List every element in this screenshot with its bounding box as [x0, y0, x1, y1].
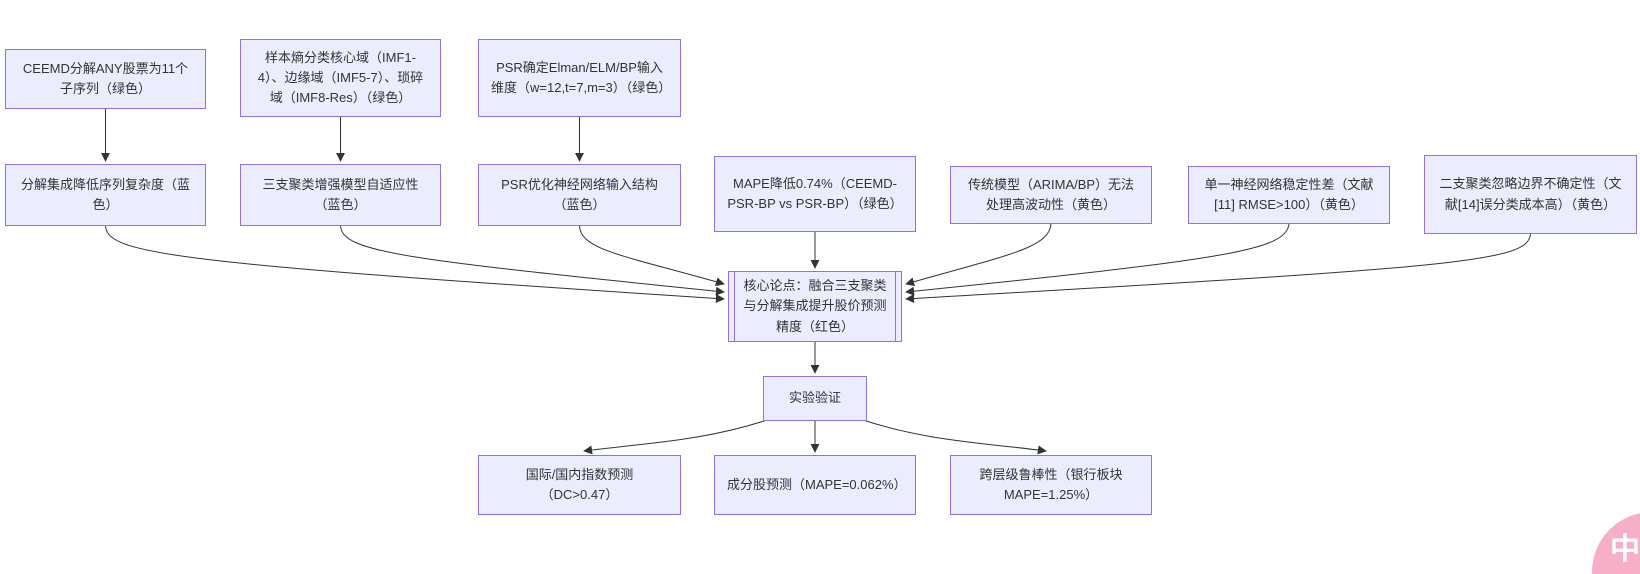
- node-psr-input-dims: PSR确定Elman/ELM/BP输入维度（w=12,t=7,m=3）（绿色）: [478, 39, 681, 117]
- edge-exp-r3: [859, 418, 1047, 455]
- node-label: 跨层级鲁棒性（银行板块MAPE=1.25%）: [979, 466, 1123, 502]
- node-core-thesis: 核心论点：融合三支聚类与分解集成提升股价预测精度（红色）: [728, 271, 902, 342]
- edge-b4-core: [105, 225, 725, 303]
- node-label: 成分股预测（MAPE=0.062%）: [727, 476, 907, 492]
- edge-b9-core: [905, 223, 1290, 296]
- node-label: PSR确定Elman/ELM/BP输入维度（w=12,t=7,m=3）（绿色）: [491, 59, 672, 95]
- node-label: 分解集成降低序列复杂度（蓝色）: [20, 176, 190, 212]
- node-mape-reduction: MAPE降低0.74%（CEEMD-PSR-BP vs PSR-BP）（绿色）: [714, 156, 916, 232]
- edge-b6-core: [579, 225, 725, 287]
- node-label: 单一神经网络稳定性差（文献[11] RMSE>100）（黄色）: [1204, 176, 1374, 212]
- node-label: 实验验证: [788, 390, 841, 406]
- node-stock-prediction: 成分股预测（MAPE=0.062%）: [714, 455, 916, 515]
- subroutine-left-border: [734, 272, 735, 341]
- node-single-nn-stability: 单一神经网络稳定性差（文献[11] RMSE>100）（黄色）: [1188, 166, 1390, 224]
- node-cross-level-robustness: 跨层级鲁棒性（银行板块MAPE=1.25%）: [950, 455, 1152, 515]
- node-traditional-models: 传统模型（ARIMA/BP）无法处理高波动性（黄色）: [950, 166, 1152, 224]
- node-label: 核心论点：融合三支聚类与分解集成提升股价预测精度（红色）: [743, 278, 887, 334]
- edge-b5-core: [340, 225, 725, 296]
- node-three-way-clustering: 三支聚类增强模型自适应性（蓝色）: [240, 164, 441, 226]
- edge-b8-core: [905, 223, 1052, 287]
- node-two-way-clustering: 二支聚类忽略边界不确定性（文献[14]误分类成本高）（黄色）: [1424, 155, 1637, 234]
- node-sample-entropy: 样本熵分类核心域（IMF1-4）、边缘域（IMF5-7）、琐碎域（IMF8-Re…: [240, 39, 441, 117]
- translate-badge-label: 中A: [1610, 533, 1640, 566]
- node-label: 样本熵分类核心域（IMF1-4）、边缘域（IMF5-7）、琐碎域（IMF8-Re…: [257, 49, 424, 106]
- node-psr-optimize: PSR优化神经网络输入结构（蓝色）: [478, 164, 681, 226]
- translate-badge[interactable]: 中A: [1592, 512, 1640, 574]
- node-index-prediction: 国际/国内指数预测（DC>0.47）: [478, 455, 681, 515]
- node-experiment-validation: 实验验证: [763, 376, 867, 421]
- node-label: 传统模型（ARIMA/BP）无法处理高波动性（黄色）: [967, 176, 1135, 212]
- edge-exp-r1: [583, 418, 771, 455]
- node-label: PSR优化神经网络输入结构（蓝色）: [501, 176, 658, 212]
- edge-b10-core: [905, 233, 1531, 304]
- node-label: CEEMD分解ANY股票为11个子序列（绿色）: [22, 60, 189, 96]
- node-decompose-ensemble: 分解集成降低序列复杂度（蓝色）: [5, 164, 206, 226]
- node-label: 二支聚类忽略边界不确定性（文献[14]误分类成本高）（黄色）: [1439, 176, 1622, 212]
- subroutine-right-border: [895, 272, 896, 341]
- node-ceemd-decompose: CEEMD分解ANY股票为11个子序列（绿色）: [5, 49, 206, 109]
- node-label: 三支聚类增强模型自适应性（蓝色）: [262, 176, 419, 212]
- node-label: MAPE降低0.74%（CEEMD-PSR-BP vs PSR-BP）（绿色）: [727, 175, 903, 211]
- node-label: 国际/国内指数预测（DC>0.47）: [525, 466, 634, 502]
